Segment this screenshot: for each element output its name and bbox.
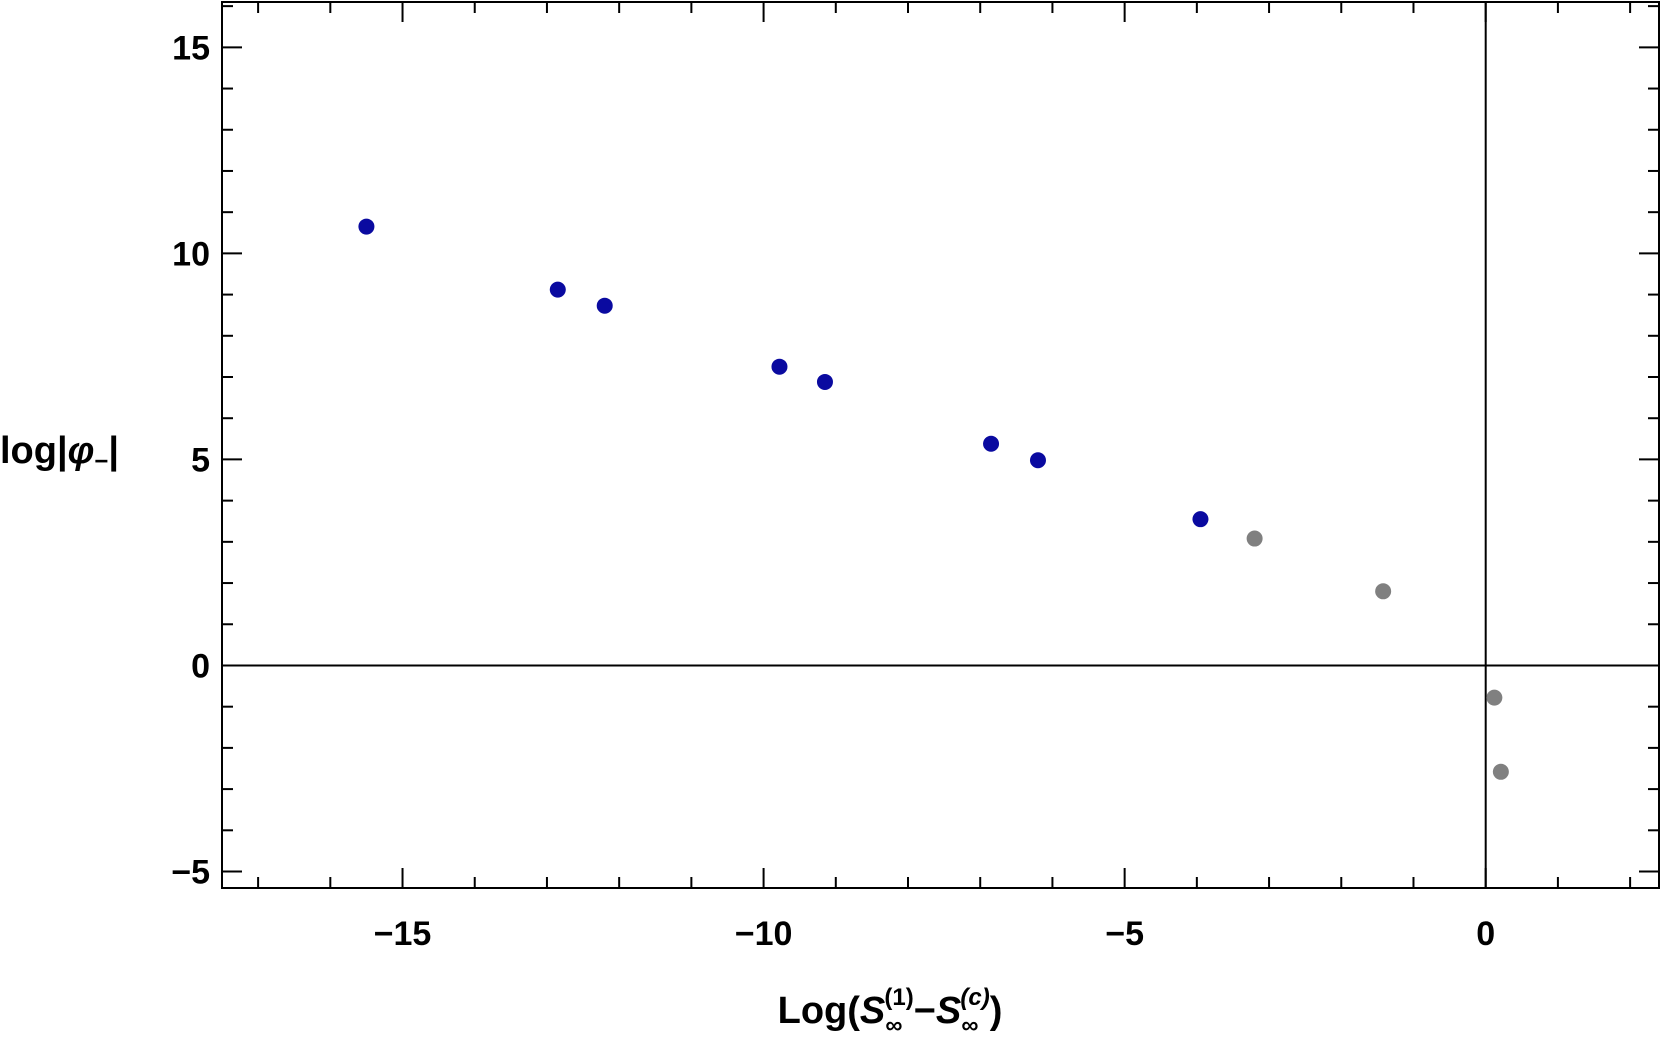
- data-point: [816, 373, 833, 390]
- x-axis-label: Log(S∞(1)−S∞(c)): [778, 984, 1003, 1037]
- plot-border: [221, 1, 1660, 889]
- zero-axis-lines: [222, 2, 1659, 888]
- data-point: [1375, 583, 1392, 600]
- data-points: [358, 218, 1509, 780]
- y-tick-label: 0: [191, 647, 210, 685]
- data-point: [1486, 689, 1503, 706]
- y-tick-label: −5: [171, 854, 210, 892]
- x-tick-labels: −15 −10 −5 0: [374, 915, 1495, 953]
- x-tick-label: 0: [1476, 915, 1495, 953]
- y-tick-labels: −5 0 5 10 15: [171, 29, 210, 891]
- x-tick-label: −5: [1105, 915, 1144, 953]
- data-point: [1029, 452, 1046, 469]
- y-tick-label: 10: [172, 235, 210, 273]
- data-point: [1246, 530, 1263, 547]
- plot-frame: [221, 1, 1660, 889]
- data-point: [549, 281, 566, 298]
- x-tick-label: −15: [374, 915, 432, 953]
- tick-marks: [222, 2, 1659, 888]
- x-tick-label: −10: [735, 915, 793, 953]
- y-tick-label: 5: [191, 441, 210, 479]
- data-point: [1192, 511, 1209, 528]
- y-tick-label: 15: [172, 29, 210, 67]
- y-axis-label: log|φ−|: [0, 430, 119, 475]
- data-point: [358, 218, 375, 235]
- data-point: [771, 358, 788, 375]
- data-point: [983, 435, 1000, 452]
- data-point: [596, 297, 613, 314]
- data-point: [1492, 763, 1509, 780]
